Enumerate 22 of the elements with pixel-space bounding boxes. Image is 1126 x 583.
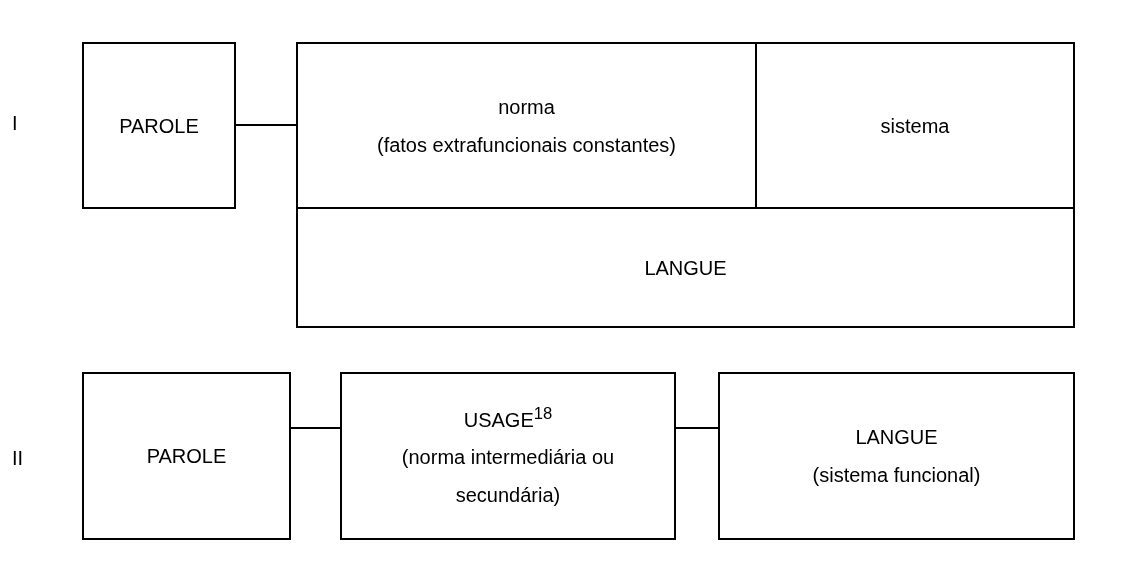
process-box (755, 42, 1075, 209)
process-box (82, 372, 291, 540)
box-label: PAROLE (119, 113, 199, 139)
box-subtitle: (fatos extrafuncionais constantes) (376, 132, 676, 158)
process-box (296, 42, 757, 209)
box-label: USAGE$^{18}$ (463, 402, 553, 433)
box-label: LANGUE (855, 425, 938, 450)
box-label: PAROLE (146, 444, 227, 469)
process-box (82, 42, 236, 209)
process-box (340, 372, 676, 540)
connector-line (235, 124, 297, 126)
connector-line (675, 427, 719, 429)
process-box (296, 207, 1075, 328)
row-numeral: II (12, 447, 24, 470)
box-subtitle: (sistema funcional) (812, 463, 981, 488)
box-label: sistema (880, 113, 950, 139)
box-label: LANGUE (644, 255, 727, 281)
row-numeral: I (12, 112, 18, 135)
box-label: norma (498, 94, 555, 120)
process-box (718, 372, 1075, 540)
box-subtitle: (norma intermediária ou secundária) (400, 445, 616, 509)
connector-line (290, 427, 341, 429)
